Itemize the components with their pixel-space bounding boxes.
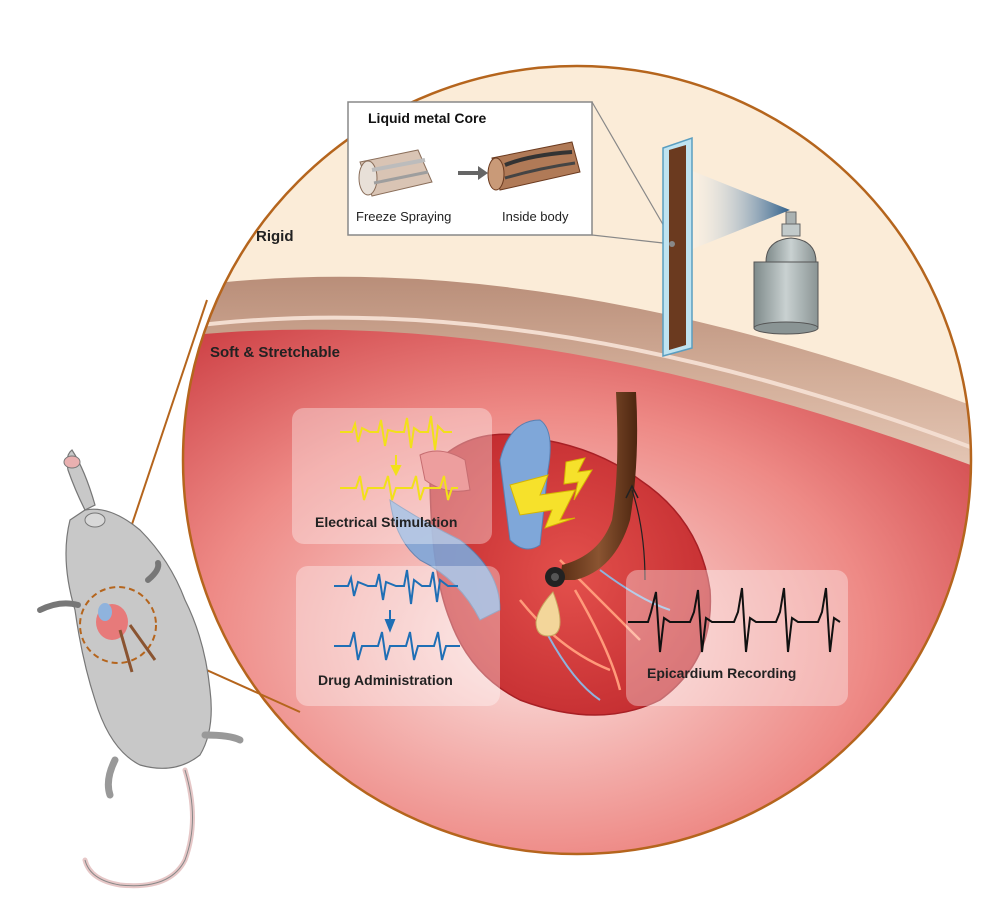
electrical-panel xyxy=(292,408,492,544)
inset-box xyxy=(347,101,673,245)
inset-title: Liquid metal Core xyxy=(368,110,487,126)
epicardium-recording-label: Epicardium Recording xyxy=(647,665,797,681)
drug-signal xyxy=(334,569,460,661)
lightning-bolt-icon xyxy=(509,474,576,529)
zoom-circle-border xyxy=(181,64,973,856)
spray-can-icon xyxy=(753,211,819,335)
electrical-stimulation-label: Electrical Stimulation xyxy=(315,514,458,530)
drug-administration-label: Drug Administration xyxy=(318,672,453,688)
arrow-icon xyxy=(478,166,488,180)
fiber-freeze-sprayed xyxy=(358,149,433,197)
inside-body-caption: Inside body xyxy=(502,209,569,224)
recording-panel xyxy=(626,570,848,706)
rigid-label: Rigid xyxy=(256,228,294,245)
skin-layer xyxy=(183,276,971,480)
spray-cone xyxy=(690,170,790,250)
mouse-illustration xyxy=(37,449,244,889)
drug-droplet-icon xyxy=(535,591,561,637)
mouse-zoom-circle xyxy=(79,586,157,664)
recording-signal xyxy=(628,587,841,653)
fiber-core-inside xyxy=(560,392,638,580)
fiber-core-outside xyxy=(669,145,686,350)
freeze-spraying-caption: Freeze Spraying xyxy=(356,209,452,224)
soft-stretchable-label: Soft & Stretchable xyxy=(210,344,341,361)
electrical-signal xyxy=(340,415,458,501)
drug-panel xyxy=(296,566,500,706)
fiber-inside-body xyxy=(487,141,581,191)
